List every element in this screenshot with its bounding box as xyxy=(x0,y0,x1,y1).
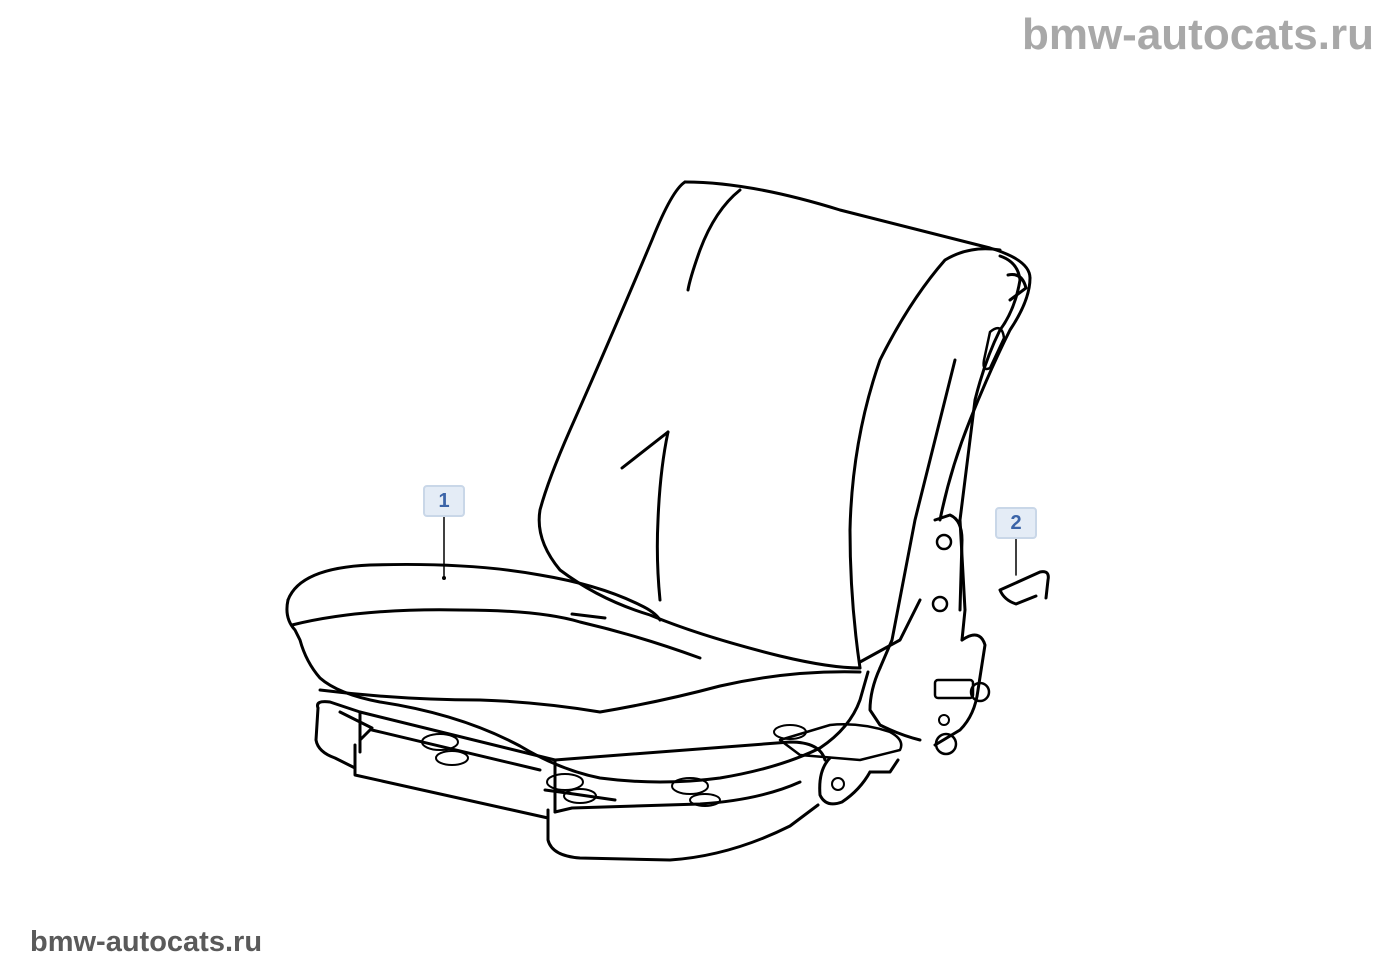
callout-1-dot xyxy=(442,576,446,580)
part-callout-2[interactable]: 2 xyxy=(995,507,1037,539)
seat-rail-frame xyxy=(314,700,827,862)
watermark-bottom: bmw-autocats.ru xyxy=(30,926,263,958)
part-callout-1[interactable]: 1 xyxy=(423,485,465,517)
seat-cushion xyxy=(285,562,870,784)
watermark-top: bmw-autocats.ru xyxy=(1021,10,1374,59)
seat-backrest xyxy=(537,180,1032,670)
recliner-hinge xyxy=(778,254,1028,806)
clip-part xyxy=(998,570,1050,606)
